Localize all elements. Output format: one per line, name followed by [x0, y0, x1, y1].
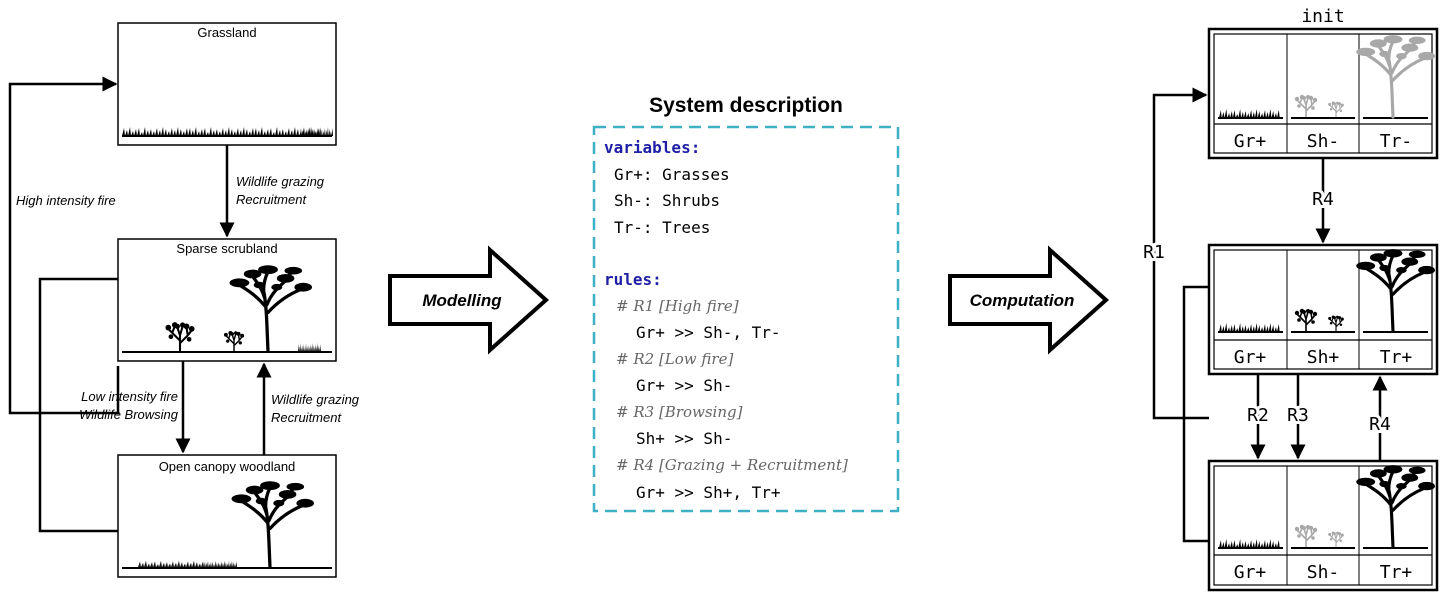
- grazing-2-line1: Wildlife grazing: [271, 392, 360, 407]
- rule-comment: # R4 [Grazing + Recruitment]: [616, 456, 848, 474]
- grazing-1-line2: Recruitment: [236, 192, 307, 207]
- rule-expression: Gr+ >> Sh-: [636, 376, 732, 395]
- rule-comment: # R3 [Browsing]: [616, 403, 743, 421]
- woodland-loop-line: [38, 277, 118, 533]
- state-var-label: Gr+: [1234, 562, 1267, 583]
- rule-comment: # R1 [High fire]: [616, 297, 739, 315]
- state-var-label: Tr-: [1380, 131, 1413, 152]
- state-var-label: Tr+: [1380, 347, 1413, 368]
- system-description: System description variables: Gr+: Grass…: [592, 94, 900, 513]
- state-var-label: Gr+: [1234, 131, 1267, 152]
- rule-expression: Gr+ >> Sh-, Tr-: [636, 323, 781, 342]
- computation-label: Computation: [970, 291, 1075, 310]
- rule-expression: Sh+ >> Sh-: [636, 429, 732, 448]
- state-graph: init Gr+ Sh- Tr-: [1140, 6, 1439, 592]
- edge-r1: [1152, 87, 1209, 420]
- edge-r2-label: R2: [1247, 405, 1269, 426]
- low-fire-line1: Low intensity fire: [81, 389, 178, 404]
- computation-arrow: Computation: [948, 245, 1110, 355]
- grazing-2-line2: Recruitment: [271, 410, 342, 425]
- edge-r4-bottom-label: R4: [1369, 414, 1391, 435]
- scrubland-label: Sparse scrubland: [176, 241, 277, 256]
- state-var-label: Sh-: [1307, 131, 1340, 152]
- edge-loop-left: [1182, 285, 1209, 543]
- variable-item: Sh-: Shrubs: [614, 191, 720, 210]
- edge-r1-label: R1: [1143, 242, 1165, 263]
- system-dashed-box: [592, 125, 900, 513]
- system-title: System description: [649, 94, 843, 117]
- rules-header: rules:: [604, 270, 662, 289]
- high-fire-arrow: [8, 76, 120, 415]
- high-fire-label: High intensity fire: [16, 193, 116, 208]
- grassland-box: [117, 22, 337, 146]
- state-3: Gr+ Sh- Tr+: [1207, 459, 1439, 592]
- init-label: init: [1301, 6, 1344, 27]
- left-panel: Grassland Sparse scrubland Open canopy w…: [8, 22, 360, 578]
- variable-item: Gr+: Grasses: [614, 165, 730, 184]
- state-var-label: Sh-: [1307, 562, 1340, 583]
- low-fire-line2: Wildlife Browsing: [79, 407, 179, 422]
- state-var-label: Gr+: [1234, 347, 1267, 368]
- edge-r4-top-label: R4: [1312, 189, 1334, 210]
- rule-comment: # R2 [Low fire]: [616, 350, 733, 368]
- rule-expression: Gr+ >> Sh+, Tr+: [636, 483, 781, 502]
- grassland-label: Grassland: [197, 25, 256, 40]
- modelling-label: Modelling: [422, 291, 502, 310]
- modelling-arrow: Modelling: [388, 245, 550, 355]
- grazing-1-line1: Wildlife grazing: [236, 174, 325, 189]
- state-var-label: Tr+: [1380, 562, 1413, 583]
- state-2: Gr+ Sh+ Tr+: [1207, 243, 1439, 376]
- edge-r3-label: R3: [1287, 405, 1309, 426]
- state-var-label: Sh+: [1307, 347, 1340, 368]
- state-init: Gr+ Sh- Tr-: [1207, 27, 1439, 160]
- woodland-label: Open canopy woodland: [159, 459, 296, 474]
- variable-item: Tr-: Trees: [614, 218, 710, 237]
- scrubland-box: [117, 238, 337, 362]
- woodland-box: [117, 454, 337, 578]
- variables-header: variables:: [604, 138, 700, 157]
